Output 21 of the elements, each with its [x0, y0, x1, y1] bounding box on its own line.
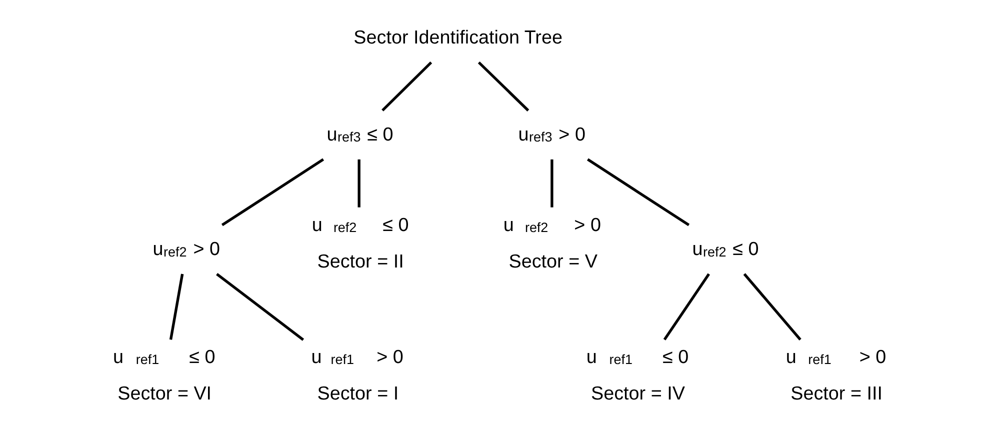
connector [358, 159, 360, 208]
node-text: uref3 ≤ 0 [326, 124, 394, 146]
node-label: Sector = III [790, 383, 882, 404]
connector [382, 62, 432, 112]
connector [586, 158, 690, 226]
node-text: uref3 > 0 [518, 124, 586, 146]
connector [663, 273, 710, 340]
node-label: Sector = V [508, 251, 598, 272]
node-label: Sector = II [317, 251, 404, 272]
node-text: uref2 ≤ 0 [692, 239, 759, 260]
connector [550, 159, 554, 208]
node-text: uref2 > 0 [152, 239, 220, 260]
connector [743, 273, 802, 340]
connector [169, 274, 184, 340]
node-text: Sector Identification Tree [354, 27, 562, 48]
connector [221, 158, 324, 226]
node-label: Sector = IV [591, 383, 685, 404]
node-label: Sector = I [317, 383, 399, 404]
connector [216, 272, 304, 341]
connector [478, 62, 530, 112]
node-label: Sector = VI [118, 383, 212, 404]
